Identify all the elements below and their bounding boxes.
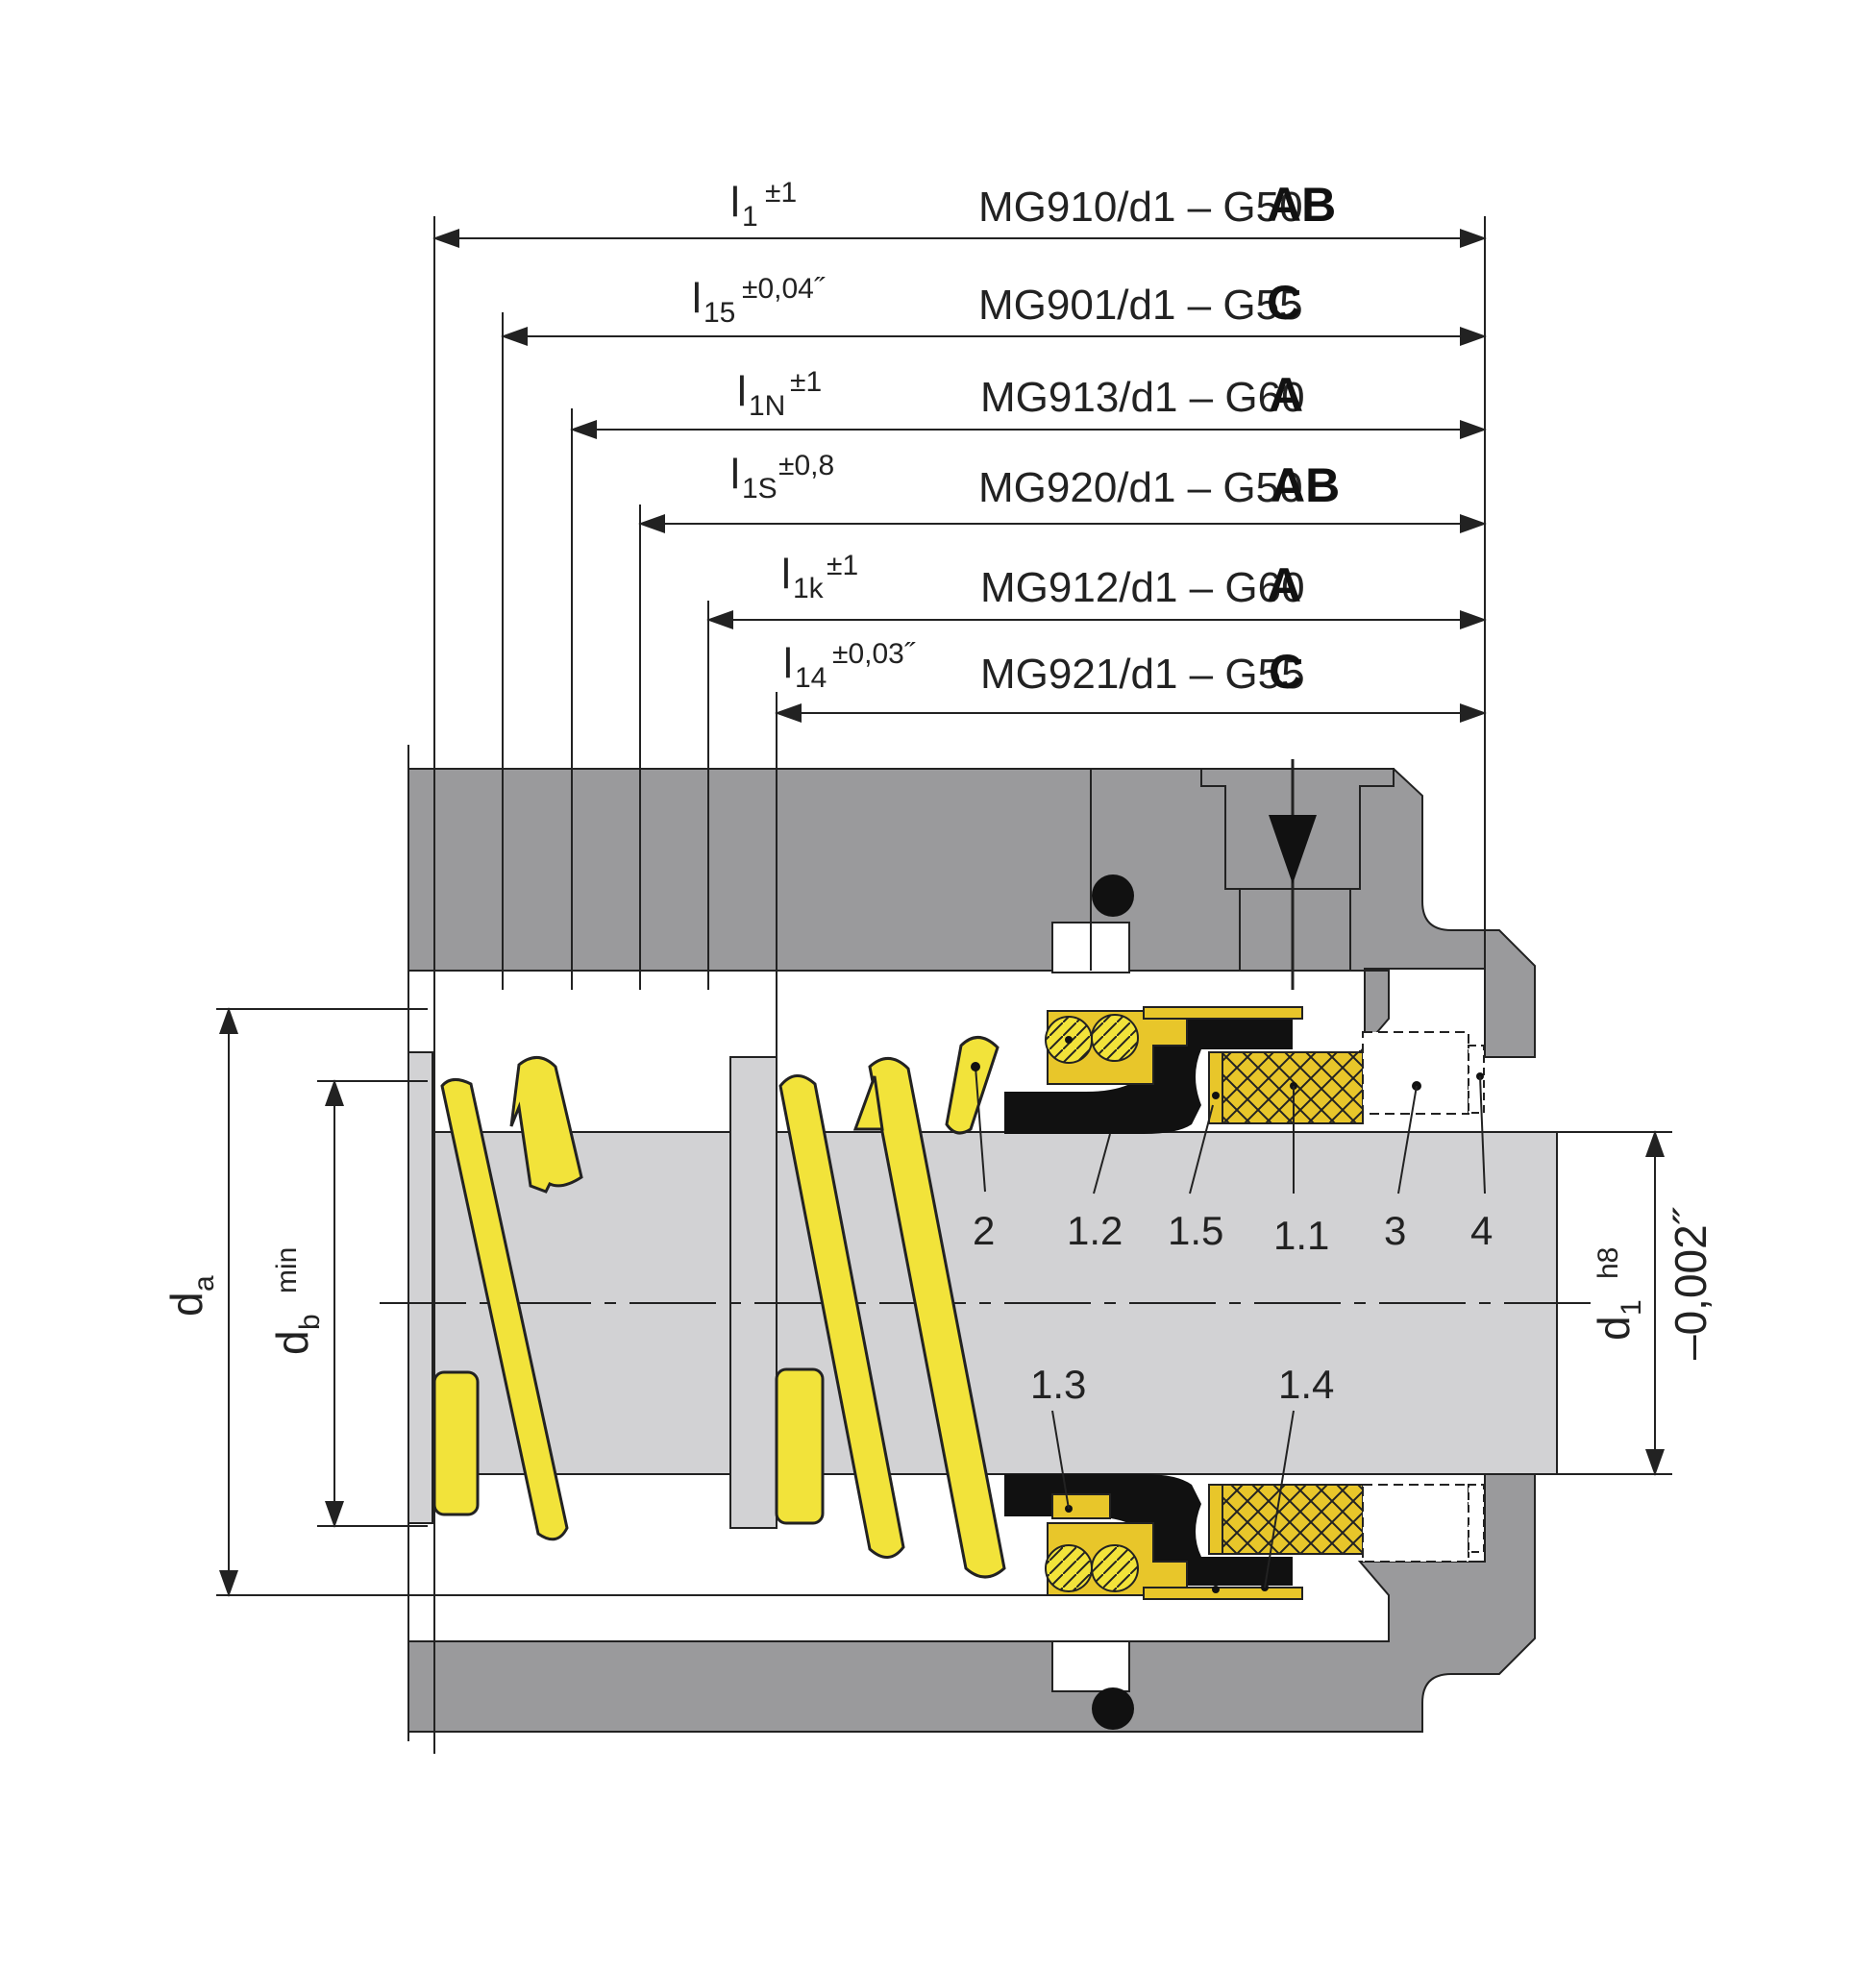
dim-grade: C xyxy=(1269,645,1303,699)
callout-1-3: 1.3 xyxy=(1030,1362,1086,1407)
dim-tolerance: ±0,03˝ xyxy=(832,638,916,670)
dim-symbol: l xyxy=(783,640,793,687)
seal-assembly-top xyxy=(1004,1006,1485,1134)
dim-subscript: 1S xyxy=(742,473,778,505)
flow-arrow xyxy=(1269,759,1317,990)
housing-top xyxy=(407,768,1536,1058)
dim-grade: A xyxy=(1267,558,1301,612)
dimension-row-l1S: l 1S ±0,8 MG920/d1 – G50 AB xyxy=(638,450,1487,533)
d1-qualifier: h8 xyxy=(1592,1247,1624,1279)
dim-code: MG910/d1 – G50 xyxy=(978,184,1303,231)
dimension-row-l1N: l 1N ±1 MG913/d1 – G60 A xyxy=(570,366,1487,439)
dim-subscript: 1 xyxy=(742,201,758,233)
dim-symbol: l xyxy=(737,368,747,415)
spring-coils xyxy=(432,1036,1006,1579)
dim-tolerance: ±0,8 xyxy=(778,450,834,481)
callout-1-2: 1.2 xyxy=(1067,1208,1123,1253)
dim-symbol: l xyxy=(730,451,740,498)
diameter-d1: d 1 h8 –0,002˝ xyxy=(1547,1130,1716,1476)
dim-code: MG901/d1 – G55 xyxy=(978,282,1303,329)
dim-grade: AB xyxy=(1271,458,1340,512)
db-qualifier: min xyxy=(271,1247,303,1293)
db-subscript: b xyxy=(294,1314,326,1330)
d1-subscript: 1 xyxy=(1616,1299,1647,1316)
dim-grade: AB xyxy=(1267,178,1336,232)
callout-1-5: 1.5 xyxy=(1168,1208,1223,1253)
d1-symbol: d xyxy=(1589,1316,1639,1341)
shaft-collar-left xyxy=(407,1051,433,1524)
dim-code: MG912/d1 – G60 xyxy=(980,564,1305,611)
dim-code: MG920/d1 – G50 xyxy=(978,464,1303,511)
callout-leaders xyxy=(975,1066,1486,1588)
dim-symbol: l xyxy=(692,275,702,322)
dim-tolerance: ±1 xyxy=(790,366,822,398)
extension-lines xyxy=(407,216,1486,1754)
dimension-row-l14: l 14 ±0,03˝ MG921/d1 – G55 C xyxy=(775,638,1487,723)
dim-tolerance: ±1 xyxy=(765,177,797,209)
callout-2: 2 xyxy=(973,1208,995,1253)
dimension-row-l1: l 1 ±1 MG910/d1 – G50 AB xyxy=(432,177,1487,248)
dim-subscript: 15 xyxy=(704,297,735,329)
callout-4: 4 xyxy=(1470,1208,1493,1253)
dim-grade: A xyxy=(1269,368,1303,422)
dim-tolerance: ±1 xyxy=(827,550,858,581)
dim-code: MG921/d1 – G55 xyxy=(980,651,1305,698)
dim-symbol: l xyxy=(730,179,740,226)
d1-tolerance: –0,002˝ xyxy=(1666,1207,1716,1360)
callout-1-1: 1.1 xyxy=(1273,1213,1329,1258)
callout-3: 3 xyxy=(1384,1208,1406,1253)
diameter-da: d a xyxy=(161,1007,1067,1597)
dim-subscript: 1k xyxy=(793,573,825,604)
dimension-row-l15: l 15 ±0,04˝ MG901/d1 – G55 C xyxy=(501,273,1487,346)
seal-assembly-bottom xyxy=(1004,1474,1485,1600)
housing-o-ring-bottom xyxy=(1092,1687,1134,1730)
diameter-db: d b min xyxy=(267,1079,428,1528)
dim-symbol: l xyxy=(781,551,791,598)
dim-subscript: 1N xyxy=(749,390,785,422)
shaft-collar-mid xyxy=(729,1056,778,1529)
dim-grade: C xyxy=(1267,276,1301,330)
dimension-row-l1k: l 1k ±1 MG912/d1 – G60 A xyxy=(706,550,1487,629)
dim-tolerance: ±0,04˝ xyxy=(742,273,826,305)
housing-o-ring-top xyxy=(1092,874,1134,917)
callout-1-4: 1.4 xyxy=(1278,1362,1334,1407)
da-subscript: a xyxy=(188,1275,220,1292)
dim-subscript: 14 xyxy=(795,662,827,694)
da-symbol: d xyxy=(161,1292,211,1317)
dim-code: MG913/d1 – G60 xyxy=(980,374,1305,421)
db-symbol: d xyxy=(267,1330,317,1355)
